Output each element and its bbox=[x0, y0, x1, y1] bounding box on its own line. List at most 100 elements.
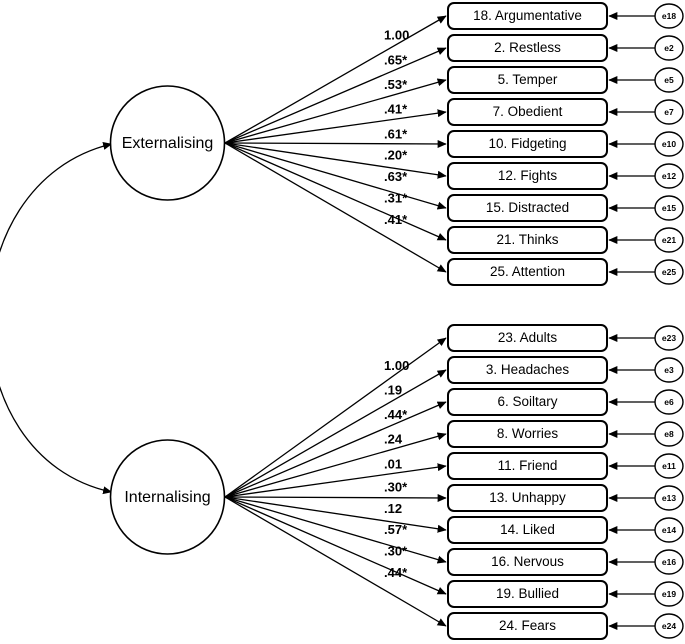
indicator-label: 24. Fears bbox=[499, 618, 556, 633]
loading-arrow bbox=[224, 496, 447, 595]
error-term-label: e18 bbox=[662, 11, 676, 21]
error-term-circle[interactable] bbox=[654, 195, 684, 221]
indicator-label: 8. Worries bbox=[497, 426, 559, 441]
error-term-circle[interactable] bbox=[654, 357, 684, 383]
indicator-label: 23. Adults bbox=[498, 330, 558, 345]
indicator-box[interactable] bbox=[447, 130, 608, 158]
loading-arrow bbox=[224, 337, 447, 498]
loading-coefficient-label: 1.00 bbox=[384, 358, 409, 373]
error-term-circle[interactable] bbox=[654, 259, 684, 285]
loading-arrow bbox=[224, 432, 447, 498]
error-term-circle[interactable] bbox=[654, 581, 684, 607]
error-term-circle[interactable] bbox=[654, 131, 684, 157]
loading-coefficient-label: .44* bbox=[384, 565, 408, 580]
factor-circle-externalising[interactable] bbox=[109, 85, 226, 201]
indicator-label: 14. Liked bbox=[500, 522, 555, 537]
indicator-box[interactable] bbox=[447, 2, 608, 30]
indicator-box[interactable] bbox=[447, 226, 608, 254]
loading-arrow bbox=[224, 496, 447, 564]
error-term-label: e6 bbox=[664, 397, 674, 407]
indicator-label: 13. Unhappy bbox=[489, 490, 566, 505]
error-term-circle[interactable] bbox=[654, 613, 684, 639]
error-term-circle[interactable] bbox=[654, 227, 684, 253]
error-term-circle[interactable] bbox=[654, 485, 684, 511]
error-term-label: e16 bbox=[662, 557, 676, 567]
factor-circle-internalising[interactable] bbox=[109, 439, 226, 555]
loading-coefficient-label: .30* bbox=[384, 544, 408, 559]
error-term-label: e7 bbox=[664, 107, 674, 117]
indicator-box[interactable] bbox=[447, 580, 608, 608]
error-term-label: e2 bbox=[664, 43, 674, 53]
error-term-circle[interactable] bbox=[654, 421, 684, 447]
loading-coefficient-label: 1.00 bbox=[384, 28, 409, 43]
indicator-box[interactable] bbox=[447, 388, 608, 416]
error-term-label: e13 bbox=[662, 493, 676, 503]
indicator-label: 6. Soiltary bbox=[497, 394, 557, 409]
error-term-circle[interactable] bbox=[654, 517, 684, 543]
error-term-circle[interactable] bbox=[654, 35, 684, 61]
indicator-label: 10. Fidgeting bbox=[488, 136, 566, 151]
error-term-circle[interactable] bbox=[654, 549, 684, 575]
indicator-box[interactable] bbox=[447, 484, 608, 512]
indicator-box[interactable] bbox=[447, 258, 608, 286]
error-circles-group: e18e2e5e7e10e12e15e21e25e23e3e6e8e11e13e… bbox=[654, 3, 684, 639]
loading-arrow bbox=[224, 496, 447, 533]
indicator-label: 15. Distracted bbox=[486, 200, 569, 215]
error-term-circle[interactable] bbox=[654, 453, 684, 479]
indicator-box[interactable] bbox=[447, 516, 608, 544]
factor-covariance-arrow bbox=[0, 142, 113, 495]
loading-arrow bbox=[224, 109, 447, 144]
error-term-label: e11 bbox=[662, 461, 676, 471]
loading-labels-group: 1.00.65*.53*.41*.61*.20*.63*.31*.41*1.00… bbox=[384, 28, 409, 580]
error-term-label: e23 bbox=[662, 333, 676, 343]
indicator-box[interactable] bbox=[447, 98, 608, 126]
error-term-circle[interactable] bbox=[654, 67, 684, 93]
error-term-label: e10 bbox=[662, 139, 676, 149]
indicator-box[interactable] bbox=[447, 34, 608, 62]
indicator-label: 21. Thinks bbox=[496, 232, 558, 247]
error-term-label: e3 bbox=[664, 365, 674, 375]
error-term-circle[interactable] bbox=[654, 99, 684, 125]
indicator-box[interactable] bbox=[447, 548, 608, 576]
error-term-label: e25 bbox=[662, 267, 676, 277]
loading-arrow bbox=[224, 142, 447, 179]
loading-coefficient-label: .61* bbox=[384, 126, 408, 141]
error-term-circle[interactable] bbox=[654, 325, 684, 351]
indicator-label: 19. Bullied bbox=[496, 586, 559, 601]
error-term-circle[interactable] bbox=[654, 163, 684, 189]
error-paths-group bbox=[608, 11, 655, 631]
indicator-box[interactable] bbox=[447, 66, 608, 94]
indicator-box[interactable] bbox=[447, 420, 608, 448]
indicator-box[interactable] bbox=[447, 324, 608, 352]
loading-paths-group bbox=[224, 15, 447, 627]
loading-arrow bbox=[224, 369, 447, 498]
error-term-label: e15 bbox=[662, 203, 676, 213]
indicator-box[interactable] bbox=[447, 612, 608, 640]
indicator-label: 25. Attention bbox=[490, 264, 565, 279]
error-term-circle[interactable] bbox=[654, 389, 684, 415]
loading-coefficient-label: .30* bbox=[384, 479, 408, 494]
indicator-box[interactable] bbox=[447, 452, 608, 480]
loading-coefficient-label: .19 bbox=[384, 382, 402, 397]
indicator-box[interactable] bbox=[447, 162, 608, 190]
indicator-label: 7. Obedient bbox=[493, 104, 563, 119]
loading-arrow bbox=[224, 493, 447, 502]
indicator-box[interactable] bbox=[447, 356, 608, 384]
indicator-label: 5. Temper bbox=[498, 72, 558, 87]
loading-coefficient-label: .41* bbox=[384, 102, 408, 117]
error-term-label: e19 bbox=[662, 589, 676, 599]
covariance-arc-group bbox=[0, 142, 113, 495]
indicator-box[interactable] bbox=[447, 194, 608, 222]
indicator-label: 2. Restless bbox=[494, 40, 561, 55]
loading-arrow bbox=[224, 142, 447, 210]
loading-coefficient-label: .01 bbox=[384, 456, 402, 471]
error-term-circle[interactable] bbox=[654, 3, 684, 29]
loading-arrow bbox=[224, 463, 447, 498]
loading-arrow bbox=[224, 496, 447, 627]
indicator-label: 11. Friend bbox=[498, 458, 558, 473]
loading-arrow bbox=[224, 142, 447, 273]
loading-coefficient-label: .53* bbox=[384, 77, 408, 92]
